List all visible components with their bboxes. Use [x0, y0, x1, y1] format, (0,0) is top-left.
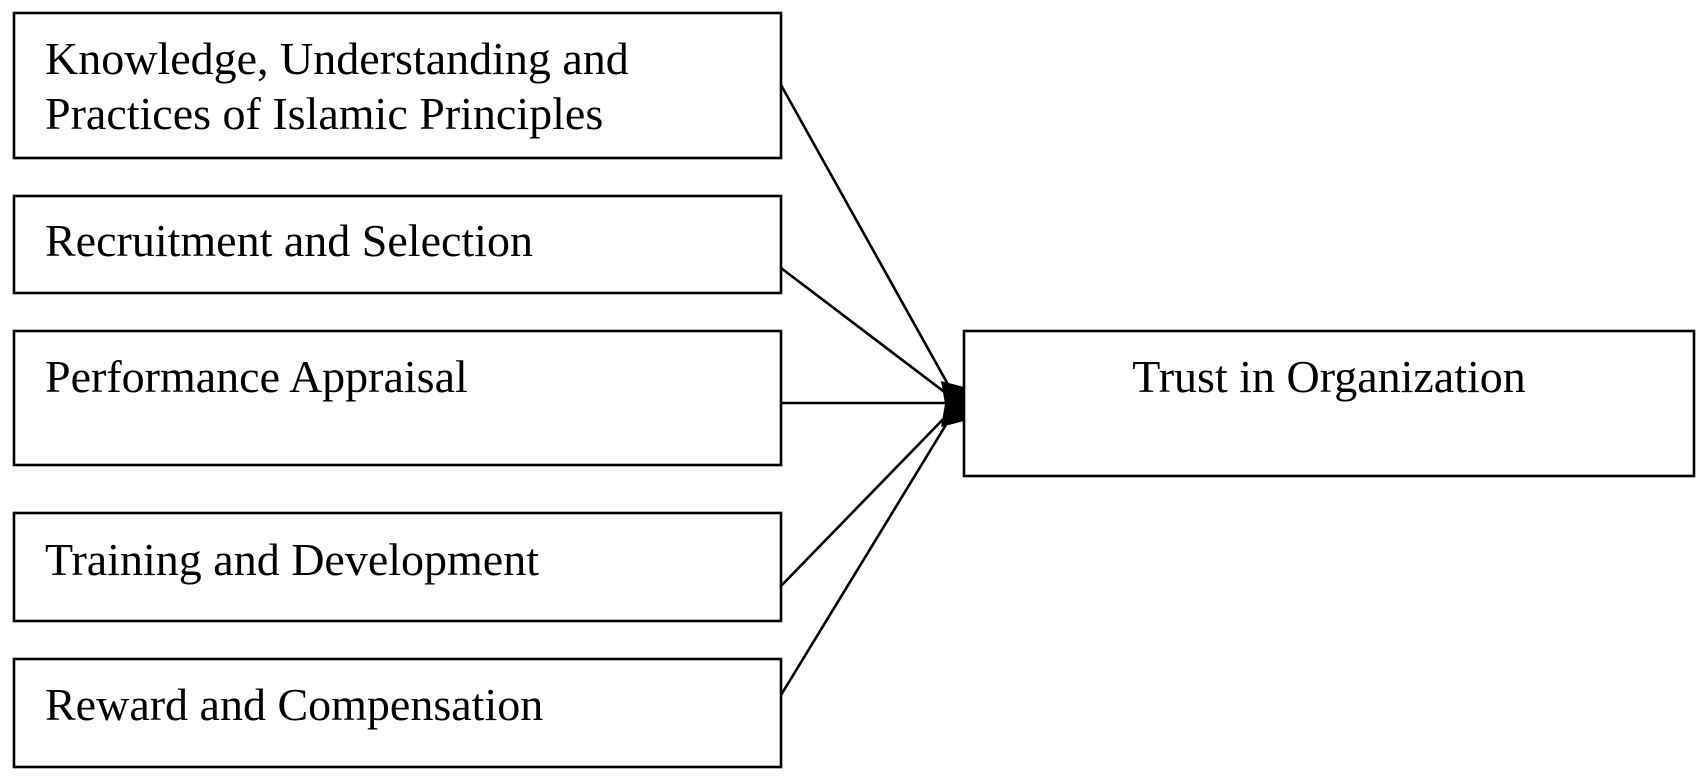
- source-box-training-frame: [12, 511, 783, 623]
- source-box-reward-label: Reward and Compensation: [45, 679, 543, 730]
- arrowhead-icon: [941, 381, 964, 427]
- connector-recruitment-to-trust: [780, 266, 956, 402]
- connector-group: [779, 84, 964, 696]
- target-box-trust-frame: [962, 329, 1696, 478]
- source-box-performance-frame: [12, 329, 783, 467]
- connector-reward-to-trust: [779, 409, 957, 696]
- source-box-training-label: Training and Development: [45, 534, 539, 585]
- target-box-trust: Trust in Organization: [962, 329, 1696, 478]
- source-box-knowledge: Knowledge, Understanding and Practices o…: [12, 11, 783, 160]
- source-box-reward-frame: [12, 657, 783, 769]
- source-box-recruitment-frame: [12, 194, 783, 295]
- source-box-training: Training and Development: [12, 511, 783, 623]
- source-box-reward: Reward and Compensation: [12, 657, 783, 769]
- source-box-performance-label: Performance Appraisal: [45, 351, 468, 402]
- connector-training-to-trust: [780, 406, 956, 587]
- connector-knowledge-to-trust: [779, 84, 957, 398]
- source-box-knowledge-line-1: Knowledge, Understanding and: [45, 33, 629, 84]
- source-box-knowledge-line-2: Practices of Islamic Principles: [45, 88, 603, 139]
- source-box-knowledge-frame: [12, 11, 783, 160]
- source-box-performance: Performance Appraisal: [12, 329, 783, 467]
- source-box-recruitment-label: Recruitment and Selection: [45, 215, 533, 266]
- target-box-trust-label: Trust in Organization: [1132, 351, 1526, 402]
- source-box-recruitment: Recruitment and Selection: [12, 194, 783, 295]
